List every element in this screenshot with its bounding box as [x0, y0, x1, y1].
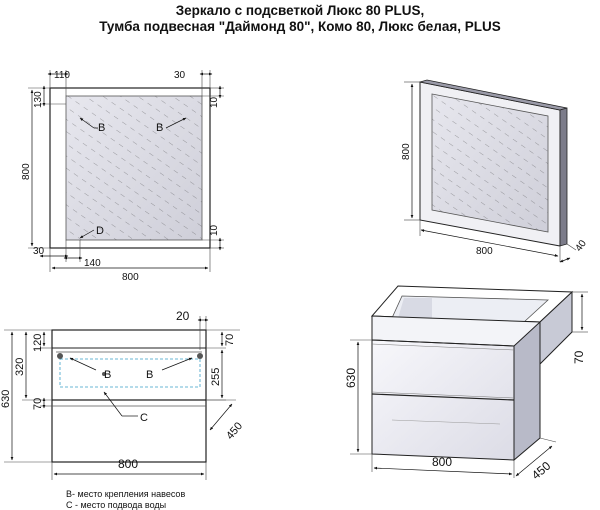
dim-cab-right-70: 70: [224, 334, 236, 346]
dim-iso-cab-width: 800: [432, 455, 452, 469]
cabinet-iso-view: 630 70 800 450: [344, 285, 588, 482]
label-b-right: B: [156, 122, 163, 134]
dim-cab-top-right: 20: [176, 309, 190, 323]
dim-cab-width: 800: [118, 457, 138, 471]
title-line-2: Тумба подвесная "Даймонд 80", Комо 80, Л…: [99, 19, 501, 34]
dim-iso-mirror-width: 800: [476, 246, 493, 257]
mount-point-left: [57, 353, 63, 359]
label-b-left: B: [98, 122, 105, 134]
dim-iso-mirror-height: 800: [401, 143, 412, 160]
dim-mirror-bottom-left: 30: [33, 246, 45, 257]
dim-mirror-width: 800: [122, 272, 139, 283]
dim-cab-120: 120: [32, 334, 44, 352]
dim-mirror-top-right: 30: [174, 70, 186, 81]
cabinet-front-view: B B C 20 630 320 120 70 70 255 450: [0, 309, 245, 480]
dim-mirror-left-top: 130: [33, 91, 44, 108]
dim-mirror-top-left: 110: [54, 70, 70, 81]
dim-mirror-right-bottom: 10: [209, 224, 220, 236]
cabinet-outline: [51, 329, 207, 463]
legend-c: С - место подвода воды: [66, 500, 167, 510]
mount-point-right: [197, 353, 203, 359]
dim-iso-mirror-depth: 40: [573, 238, 589, 254]
dim-mirror-bottom-mid: 140: [84, 258, 101, 269]
dim-iso-cab-height: 630: [344, 368, 358, 388]
dim-cab-depth: 450: [224, 420, 245, 442]
dim-cab-total-630: 630: [0, 390, 12, 408]
dim-cab-left-70: 70: [32, 398, 44, 410]
mirror-outline: [49, 87, 211, 249]
label-cab-b-right: B: [146, 369, 153, 381]
dim-cab-320: 320: [14, 358, 26, 376]
legend-b: B- место крепления навесов: [66, 489, 186, 499]
title-line-1: Зеркало с подсветкой Люкс 80 PLUS,: [175, 3, 425, 18]
cabinet-body: [371, 339, 515, 461]
mounting-zone: [59, 358, 201, 388]
mirror-front-view: 110 30 800 130 10 10 800 30 140 B B D: [21, 70, 224, 283]
label-c: C: [140, 412, 148, 424]
dim-cab-255: 255: [210, 368, 222, 386]
mirror-iso-view: 800 800 40: [401, 79, 589, 263]
label-cab-b-left: B: [104, 369, 111, 381]
dim-iso-cab-top-70: 70: [572, 350, 586, 364]
dim-mirror-height: 800: [21, 163, 32, 180]
label-d: D: [96, 225, 104, 237]
dim-mirror-right-top: 10: [209, 96, 220, 108]
